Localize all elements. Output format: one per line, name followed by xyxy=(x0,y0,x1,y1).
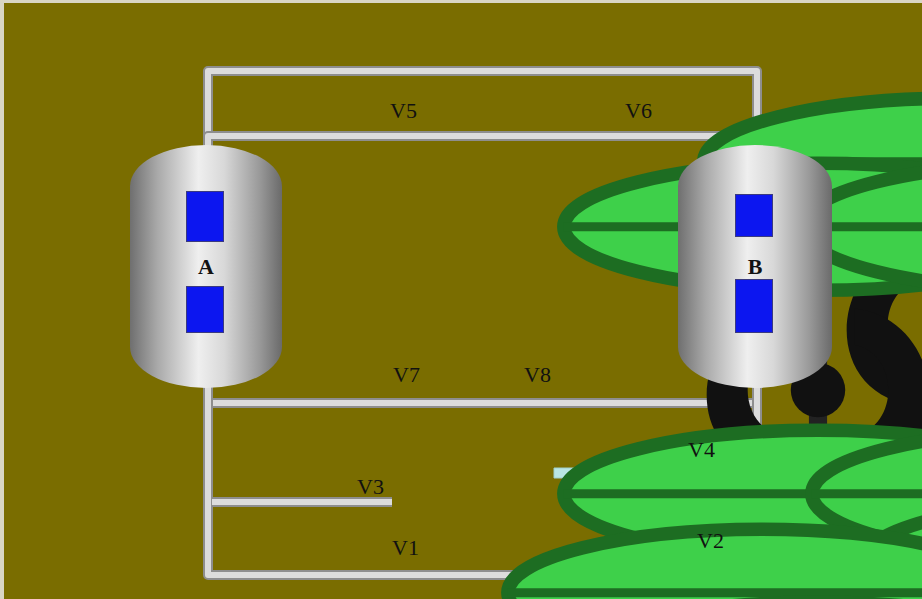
tank-label: B xyxy=(748,256,763,278)
sight-window xyxy=(186,191,224,242)
valve-label: V1 xyxy=(392,537,419,559)
valve-label: V7 xyxy=(393,364,420,386)
tank-vessel: B xyxy=(678,145,832,388)
pipe-connector xyxy=(208,136,757,153)
tank-vessel: A xyxy=(130,145,282,388)
pipe-connector xyxy=(208,380,757,403)
valve-label: V8 xyxy=(524,364,551,386)
sight-window xyxy=(735,279,773,333)
sight-window xyxy=(186,286,224,333)
pipe-connector xyxy=(208,71,757,153)
valve-label: V6 xyxy=(625,100,652,122)
valve-label: V5 xyxy=(390,100,417,122)
valve-label: V4 xyxy=(688,439,715,461)
tank-label: A xyxy=(198,256,214,278)
valve-label: V3 xyxy=(357,476,384,498)
valve-label: V2 xyxy=(697,530,724,552)
sight-window xyxy=(735,194,773,237)
valve-symbol xyxy=(508,529,922,599)
